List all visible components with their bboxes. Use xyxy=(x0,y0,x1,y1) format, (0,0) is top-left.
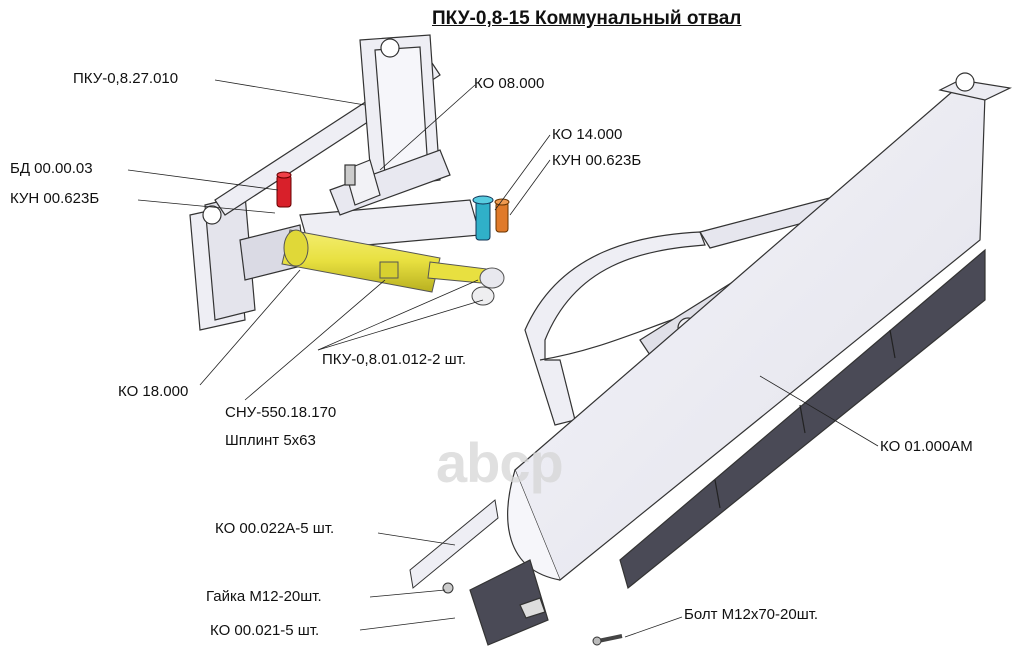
label-snu-550: СНУ-550.18.170 xyxy=(225,404,337,421)
red-pin xyxy=(276,171,292,208)
blade xyxy=(469,72,1012,646)
cyan-pin xyxy=(472,195,494,241)
bushing xyxy=(471,286,495,306)
diagram-title: ПКУ-0,8-15 Коммунальный отвал xyxy=(432,8,742,29)
label-ko-08-000: КО 08.000 xyxy=(474,75,545,92)
label-ko-00-021: КО 00.021-5 шт. xyxy=(210,622,320,639)
label-kun-00-623b-left: КУН 00.623Б xyxy=(10,190,100,207)
plate-part xyxy=(409,499,499,589)
label-pku-01-012: ПКУ-0,8.01.012-2 шт. xyxy=(322,351,467,368)
label-bolt: Болт М12х70-20шт. xyxy=(684,606,819,623)
label-ko-00-022a: КО 00.022А-5 шт. xyxy=(215,520,335,537)
label-bd-00-00-03: БД 00.00.03 xyxy=(10,160,93,177)
label-pku-27-010: ПКУ-0,8.27.010 xyxy=(73,70,179,87)
watermark: abcp xyxy=(436,431,564,494)
label-gaika: Гайка М12-20шт. xyxy=(206,588,322,605)
nut-part xyxy=(442,582,454,594)
label-kun-00-623b-right: КУН 00.623Б xyxy=(552,152,642,169)
orange-pin xyxy=(494,198,510,233)
hydraulic-cylinder xyxy=(281,229,505,293)
mounting-frame xyxy=(189,34,481,331)
label-ko-01-000am: КО 01.000АМ xyxy=(880,438,973,455)
label-ko-18-000: КО 18.000 xyxy=(118,383,189,400)
leader-lines xyxy=(127,79,879,638)
bolt-part xyxy=(592,634,623,646)
label-ko-14-000: КО 14.000 xyxy=(552,126,623,143)
label-shplint: Шплинт 5х63 xyxy=(225,432,316,449)
